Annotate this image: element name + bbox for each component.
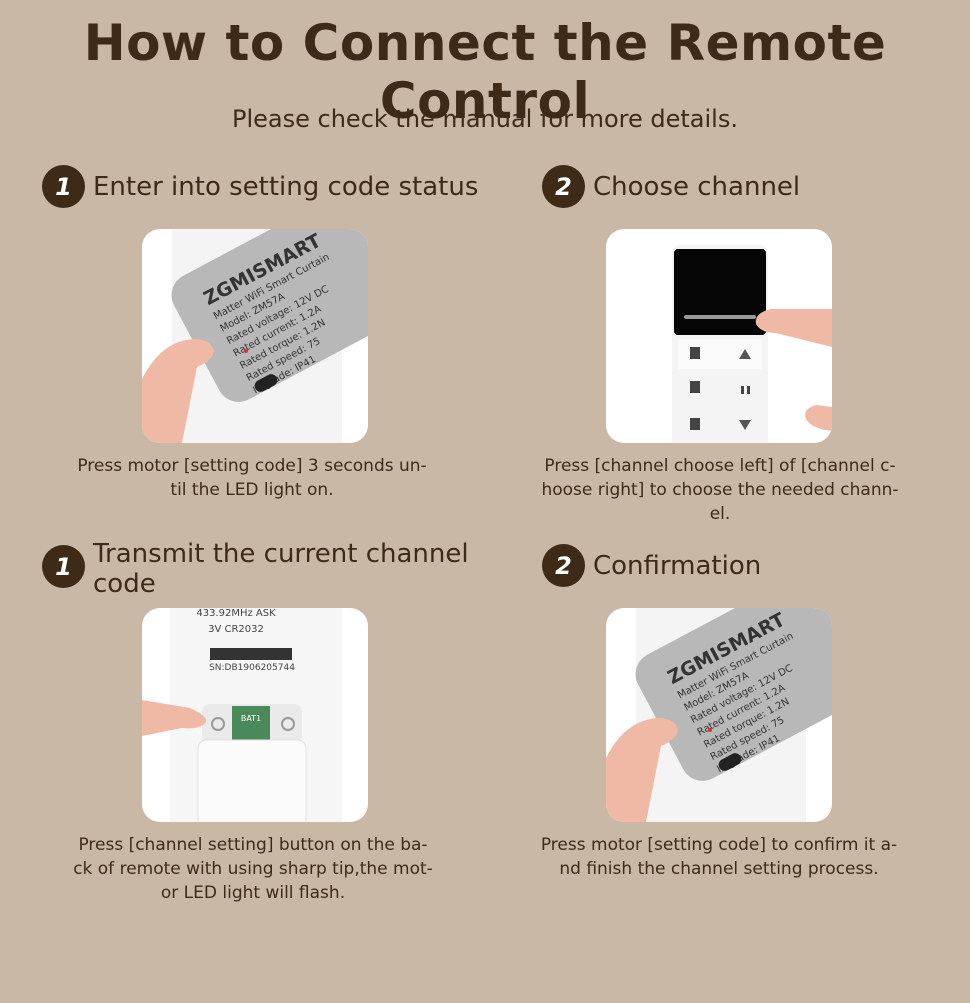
step-1-header: 1 Enter into setting code status bbox=[42, 165, 478, 208]
channel-2-icon bbox=[690, 381, 700, 393]
finger bbox=[142, 339, 214, 443]
step-3-image: 433.92MHz ASK 3V CR2032 SN:DB1906205744 … bbox=[142, 608, 368, 822]
step-3-description: Press [channel setting] button on the ba… bbox=[73, 835, 433, 903]
step-1-image: ZGMISMART Matter WiFi Smart Curtain Mode… bbox=[142, 229, 368, 443]
step-badge: 1 bbox=[42, 165, 85, 208]
step-title: Choose channel bbox=[593, 171, 801, 202]
barcode bbox=[210, 648, 292, 660]
led-window bbox=[718, 753, 742, 771]
channel-3-icon bbox=[690, 418, 700, 430]
down-arrow-icon bbox=[739, 420, 751, 430]
step-title: Enter into setting code status bbox=[93, 171, 479, 202]
step-badge: 1 bbox=[42, 545, 85, 588]
step-badge: 2 bbox=[542, 544, 585, 587]
step-1-description: Press motor [setting code] 3 seconds un-… bbox=[77, 456, 427, 500]
battery-board bbox=[232, 706, 270, 742]
step-3-header: 1 Transmit the current channel code bbox=[42, 539, 483, 599]
channel-setting-hole bbox=[211, 717, 225, 731]
remote-screen bbox=[674, 249, 766, 335]
page-title: How to Connect the Remote Control bbox=[83, 14, 887, 130]
finger bbox=[142, 700, 207, 736]
up-arrow-icon bbox=[739, 349, 751, 359]
freq-label: 433.92MHz ASK bbox=[196, 608, 276, 619]
finger bbox=[755, 309, 832, 347]
channel-1-icon bbox=[690, 347, 700, 359]
step-2-description: Press [channel choose left] of [channel … bbox=[541, 456, 899, 524]
led-dot bbox=[708, 728, 712, 732]
step-2-header: 2 Choose channel bbox=[542, 165, 800, 208]
step-4-header: 2 Confirmation bbox=[542, 544, 761, 587]
step-4-image: ZGMISMART Matter WiFi Smart Curtain Mode… bbox=[606, 608, 832, 822]
finger bbox=[805, 405, 832, 431]
pause-icon bbox=[741, 386, 744, 394]
finger bbox=[606, 718, 678, 822]
led-window bbox=[254, 374, 278, 392]
serial-label: SN:DB1906205744 bbox=[209, 663, 295, 673]
page-subtitle: Please check the manual for more details… bbox=[232, 105, 738, 133]
step-title: Confirmation bbox=[593, 550, 762, 581]
step-2-image bbox=[606, 229, 832, 443]
led-dot bbox=[244, 349, 248, 353]
channel-slider bbox=[684, 315, 756, 319]
battery-label: 3V CR2032 bbox=[208, 624, 264, 635]
step-title: Transmit the current channel code bbox=[93, 539, 469, 599]
bat-tag: BAT1 bbox=[241, 714, 261, 723]
step-badge: 2 bbox=[542, 165, 585, 208]
step-4-description: Press motor [setting code] to confirm it… bbox=[540, 835, 898, 879]
